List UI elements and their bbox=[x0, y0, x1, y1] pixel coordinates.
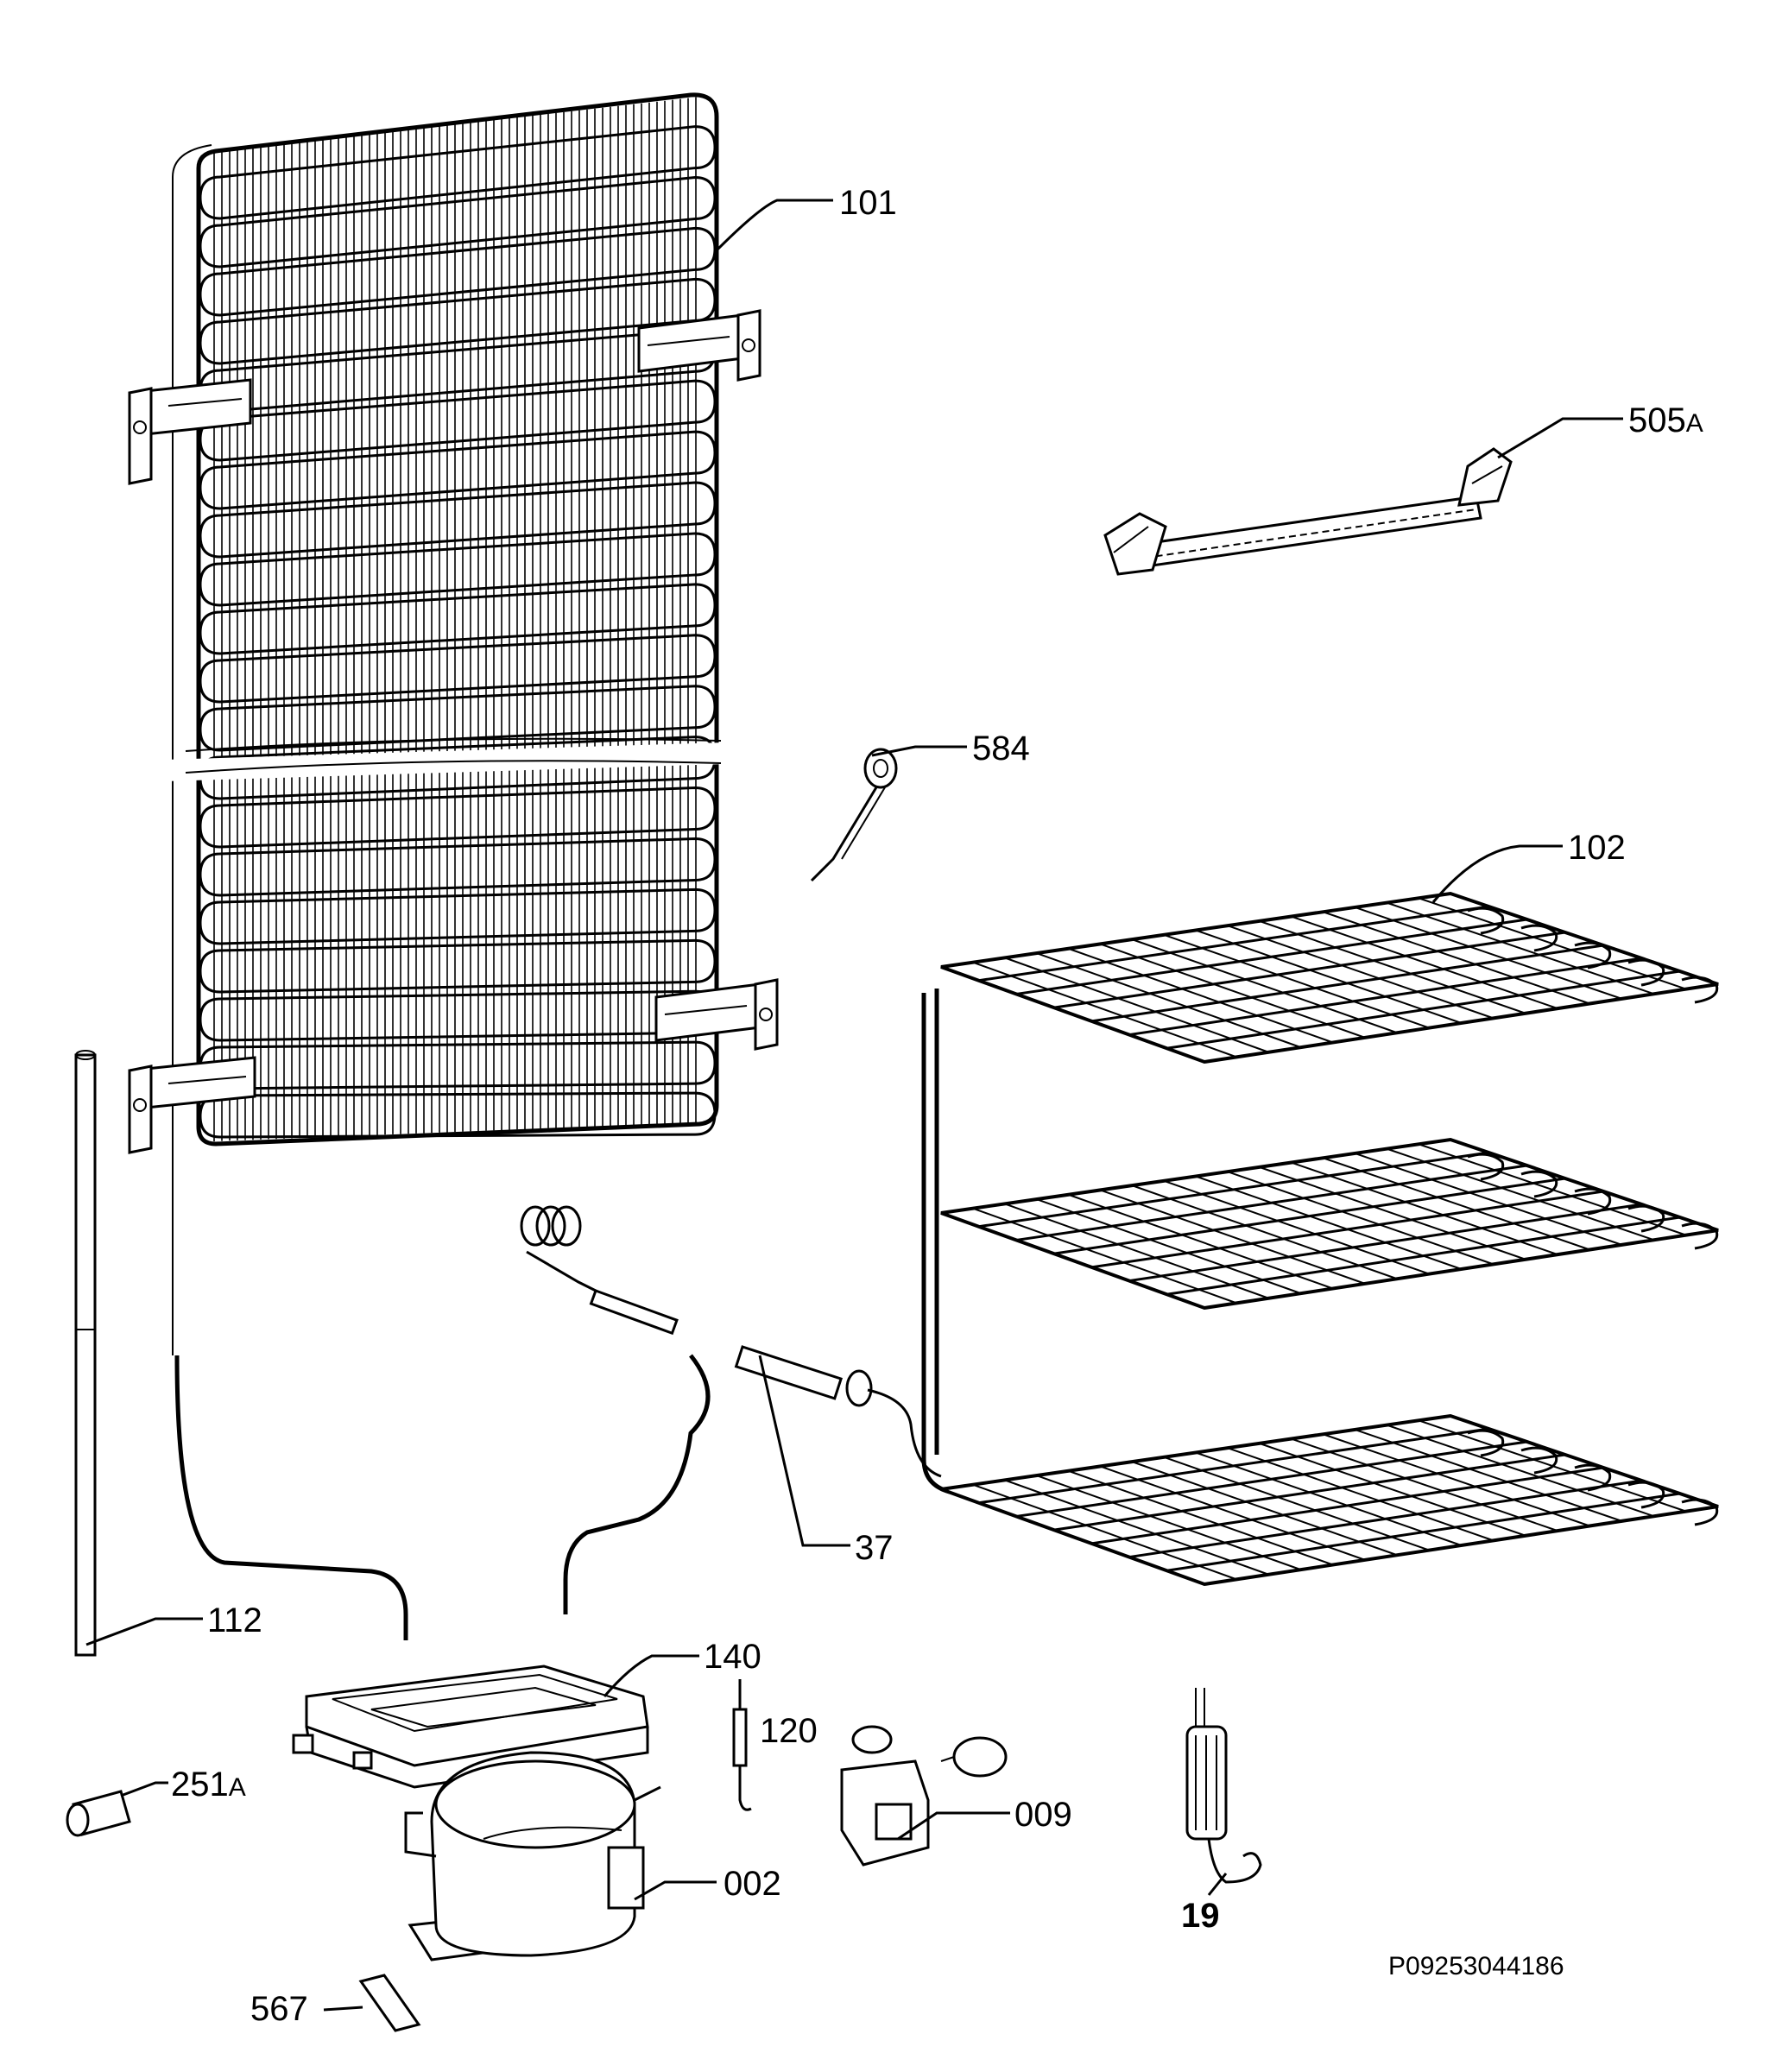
condenser-coil-loop bbox=[199, 837, 717, 897]
label-251-number: 251 bbox=[171, 1766, 229, 1804]
label-120: 120 bbox=[760, 1712, 818, 1750]
label-140: 140 bbox=[704, 1638, 761, 1676]
part-labels: 101 505A 584 102 37 112 140 120 251A 009… bbox=[171, 184, 1703, 2028]
label-112: 112 bbox=[207, 1601, 262, 1639]
condenser-coil-loop bbox=[199, 226, 717, 317]
label-002: 002 bbox=[724, 1865, 781, 1903]
compressor-002 bbox=[404, 1751, 661, 1961]
heater-19 bbox=[1185, 1688, 1262, 1884]
evaporator-shelf bbox=[940, 891, 1719, 1064]
leader-lines bbox=[85, 199, 1623, 2012]
label-251-suffix: A bbox=[229, 1773, 246, 1802]
drawing-code: P09253044186 bbox=[1388, 1952, 1564, 1980]
label-505-number: 505 bbox=[1628, 401, 1686, 439]
label-584: 584 bbox=[972, 730, 1030, 768]
evaporator-shelf bbox=[940, 1137, 1719, 1311]
evaporation-tray-140 bbox=[292, 1665, 649, 1789]
condenser-coil-loop bbox=[199, 379, 717, 462]
label-251A: 251A bbox=[171, 1766, 246, 1804]
sensor-584 bbox=[810, 748, 898, 882]
condenser-coil-loop bbox=[199, 1040, 717, 1090]
condenser-coils bbox=[199, 125, 717, 1139]
evaporator-shelf bbox=[940, 1413, 1719, 1587]
part-567 bbox=[358, 1974, 421, 2032]
condenser-coil-loop bbox=[199, 989, 717, 1042]
condenser-bracket-top-right bbox=[637, 309, 761, 382]
label-101: 101 bbox=[839, 184, 897, 222]
condenser-fins bbox=[213, 97, 697, 1141]
label-505A: 505A bbox=[1628, 401, 1703, 439]
part-251A bbox=[66, 1790, 131, 1837]
condenser-coil-loop bbox=[199, 175, 717, 268]
drain-tube-112 bbox=[74, 1050, 97, 1657]
part-120 bbox=[732, 1679, 752, 1811]
condenser-101 bbox=[128, 92, 779, 1640]
condenser-coil-loop bbox=[199, 938, 717, 994]
relay-009 bbox=[840, 1725, 1008, 1867]
capillary-coil bbox=[520, 1205, 582, 1247]
condenser-coil-loop bbox=[199, 532, 717, 607]
condenser-coil-loop bbox=[199, 888, 717, 945]
shelf-bar-505A bbox=[1103, 447, 1513, 576]
evaporator-102 bbox=[921, 891, 1719, 1587]
condenser-coil-loop bbox=[199, 634, 717, 704]
condenser-coil-loop bbox=[199, 1091, 717, 1139]
label-37: 37 bbox=[855, 1529, 894, 1567]
label-505-suffix: A bbox=[1686, 409, 1703, 438]
label-567: 567 bbox=[250, 1990, 308, 2028]
condenser-coil-loop bbox=[199, 685, 717, 752]
label-19: 19 bbox=[1181, 1897, 1220, 1935]
condenser-coil-loop bbox=[199, 125, 717, 220]
filter-dryer-37 bbox=[526, 1250, 942, 1478]
condenser-bracket-bottom-right bbox=[654, 978, 779, 1051]
condenser-coil-loop bbox=[199, 583, 717, 655]
condenser-coil-loop bbox=[199, 786, 717, 849]
condenser-coil-loop bbox=[199, 430, 717, 510]
label-102: 102 bbox=[1568, 829, 1626, 867]
condenser-bracket-top-left bbox=[128, 378, 252, 485]
condenser-bracket-bottom-left bbox=[128, 1056, 256, 1154]
evaporator-shelves bbox=[940, 891, 1719, 1587]
label-009: 009 bbox=[1014, 1796, 1072, 1834]
condenser-coil-loop bbox=[199, 481, 717, 559]
